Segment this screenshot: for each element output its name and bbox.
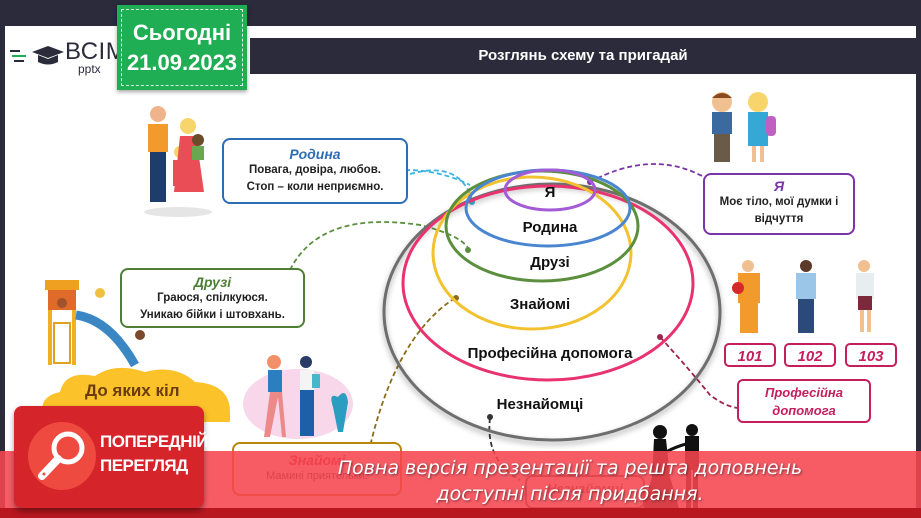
ring-label-professional: Професійна допомога <box>467 345 633 362</box>
me-line2: відчуття <box>754 213 804 225</box>
page-title: Розглянь схему та пригадай <box>250 38 916 74</box>
emergency-number-ambulance: 103 <box>845 343 897 367</box>
family-illustration <box>144 106 212 217</box>
ring-label-family: Родина <box>522 219 578 236</box>
family-title: Родина <box>289 146 341 162</box>
professional-help-box: Професійна допомога <box>737 379 871 423</box>
me-box: Я Моє тіло, мої думки і відчуття <box>703 173 855 235</box>
kids-illustration <box>712 92 776 162</box>
logo-text: ВСІМ <box>65 38 127 65</box>
banner-bottom-stripe <box>0 508 921 518</box>
banner-line2: доступні після придбання. <box>436 483 704 505</box>
ring-label-friends: Друзі <box>530 254 570 271</box>
banner-line1: Повна версія презентації та решта доповн… <box>337 457 803 479</box>
preview-line1: ПОПЕРЕДНІЙ <box>100 432 209 451</box>
professional-title-line1: Професійна <box>765 385 843 400</box>
magnifier-icon <box>28 422 96 490</box>
purchase-banner-text: Повна версія презентації та решта доповн… <box>240 455 900 507</box>
cloud-question-text: До яких кіл <box>85 381 180 400</box>
ring-label-me: Я <box>544 184 556 201</box>
date-value: 21.09.2023 <box>126 50 238 75</box>
family-line2: Стоп – коли неприємно. <box>246 181 384 193</box>
me-title: Я <box>773 178 785 194</box>
friends-title: Друзі <box>193 274 232 290</box>
acquaintances-illustration <box>243 355 353 439</box>
graduation-cap-icon <box>10 46 64 65</box>
ring-label-acquaintances: Знайомі <box>509 296 571 313</box>
family-line1: Повага, довіра, любов. <box>249 164 381 176</box>
friends-line1: Граюся, спілкуюся. <box>157 292 268 304</box>
vsim-logo: ВСІМ pptx <box>10 38 126 80</box>
ring-label-strangers: Незнайомці <box>496 396 584 413</box>
logo-subtext: pptx <box>78 62 101 76</box>
preview-badge[interactable]: ПОПЕРЕДНІЙ ПЕРЕГЛЯД <box>14 406 209 508</box>
me-line1: Моє тіло, мої думки і <box>719 196 839 208</box>
date-badge: Сьогодні 21.09.2023 <box>117 5 247 90</box>
date-label: Сьогодні <box>132 20 232 45</box>
friends-line2: Уникаю бійки і штовхань. <box>140 309 285 321</box>
family-box: Родина Повага, довіра, любов. Стоп – кол… <box>222 138 408 204</box>
emergency-workers-illustration <box>732 260 874 333</box>
professional-title-line2: допомога <box>772 403 836 418</box>
preview-line2: ПЕРЕГЛЯД <box>100 456 188 475</box>
friends-box: Друзі Граюся, спілкуюся. Уникаю бійки і … <box>120 268 305 328</box>
playground-illustration <box>45 280 145 368</box>
emergency-number-fire: 101 <box>724 343 776 367</box>
emergency-number-police: 102 <box>784 343 836 367</box>
